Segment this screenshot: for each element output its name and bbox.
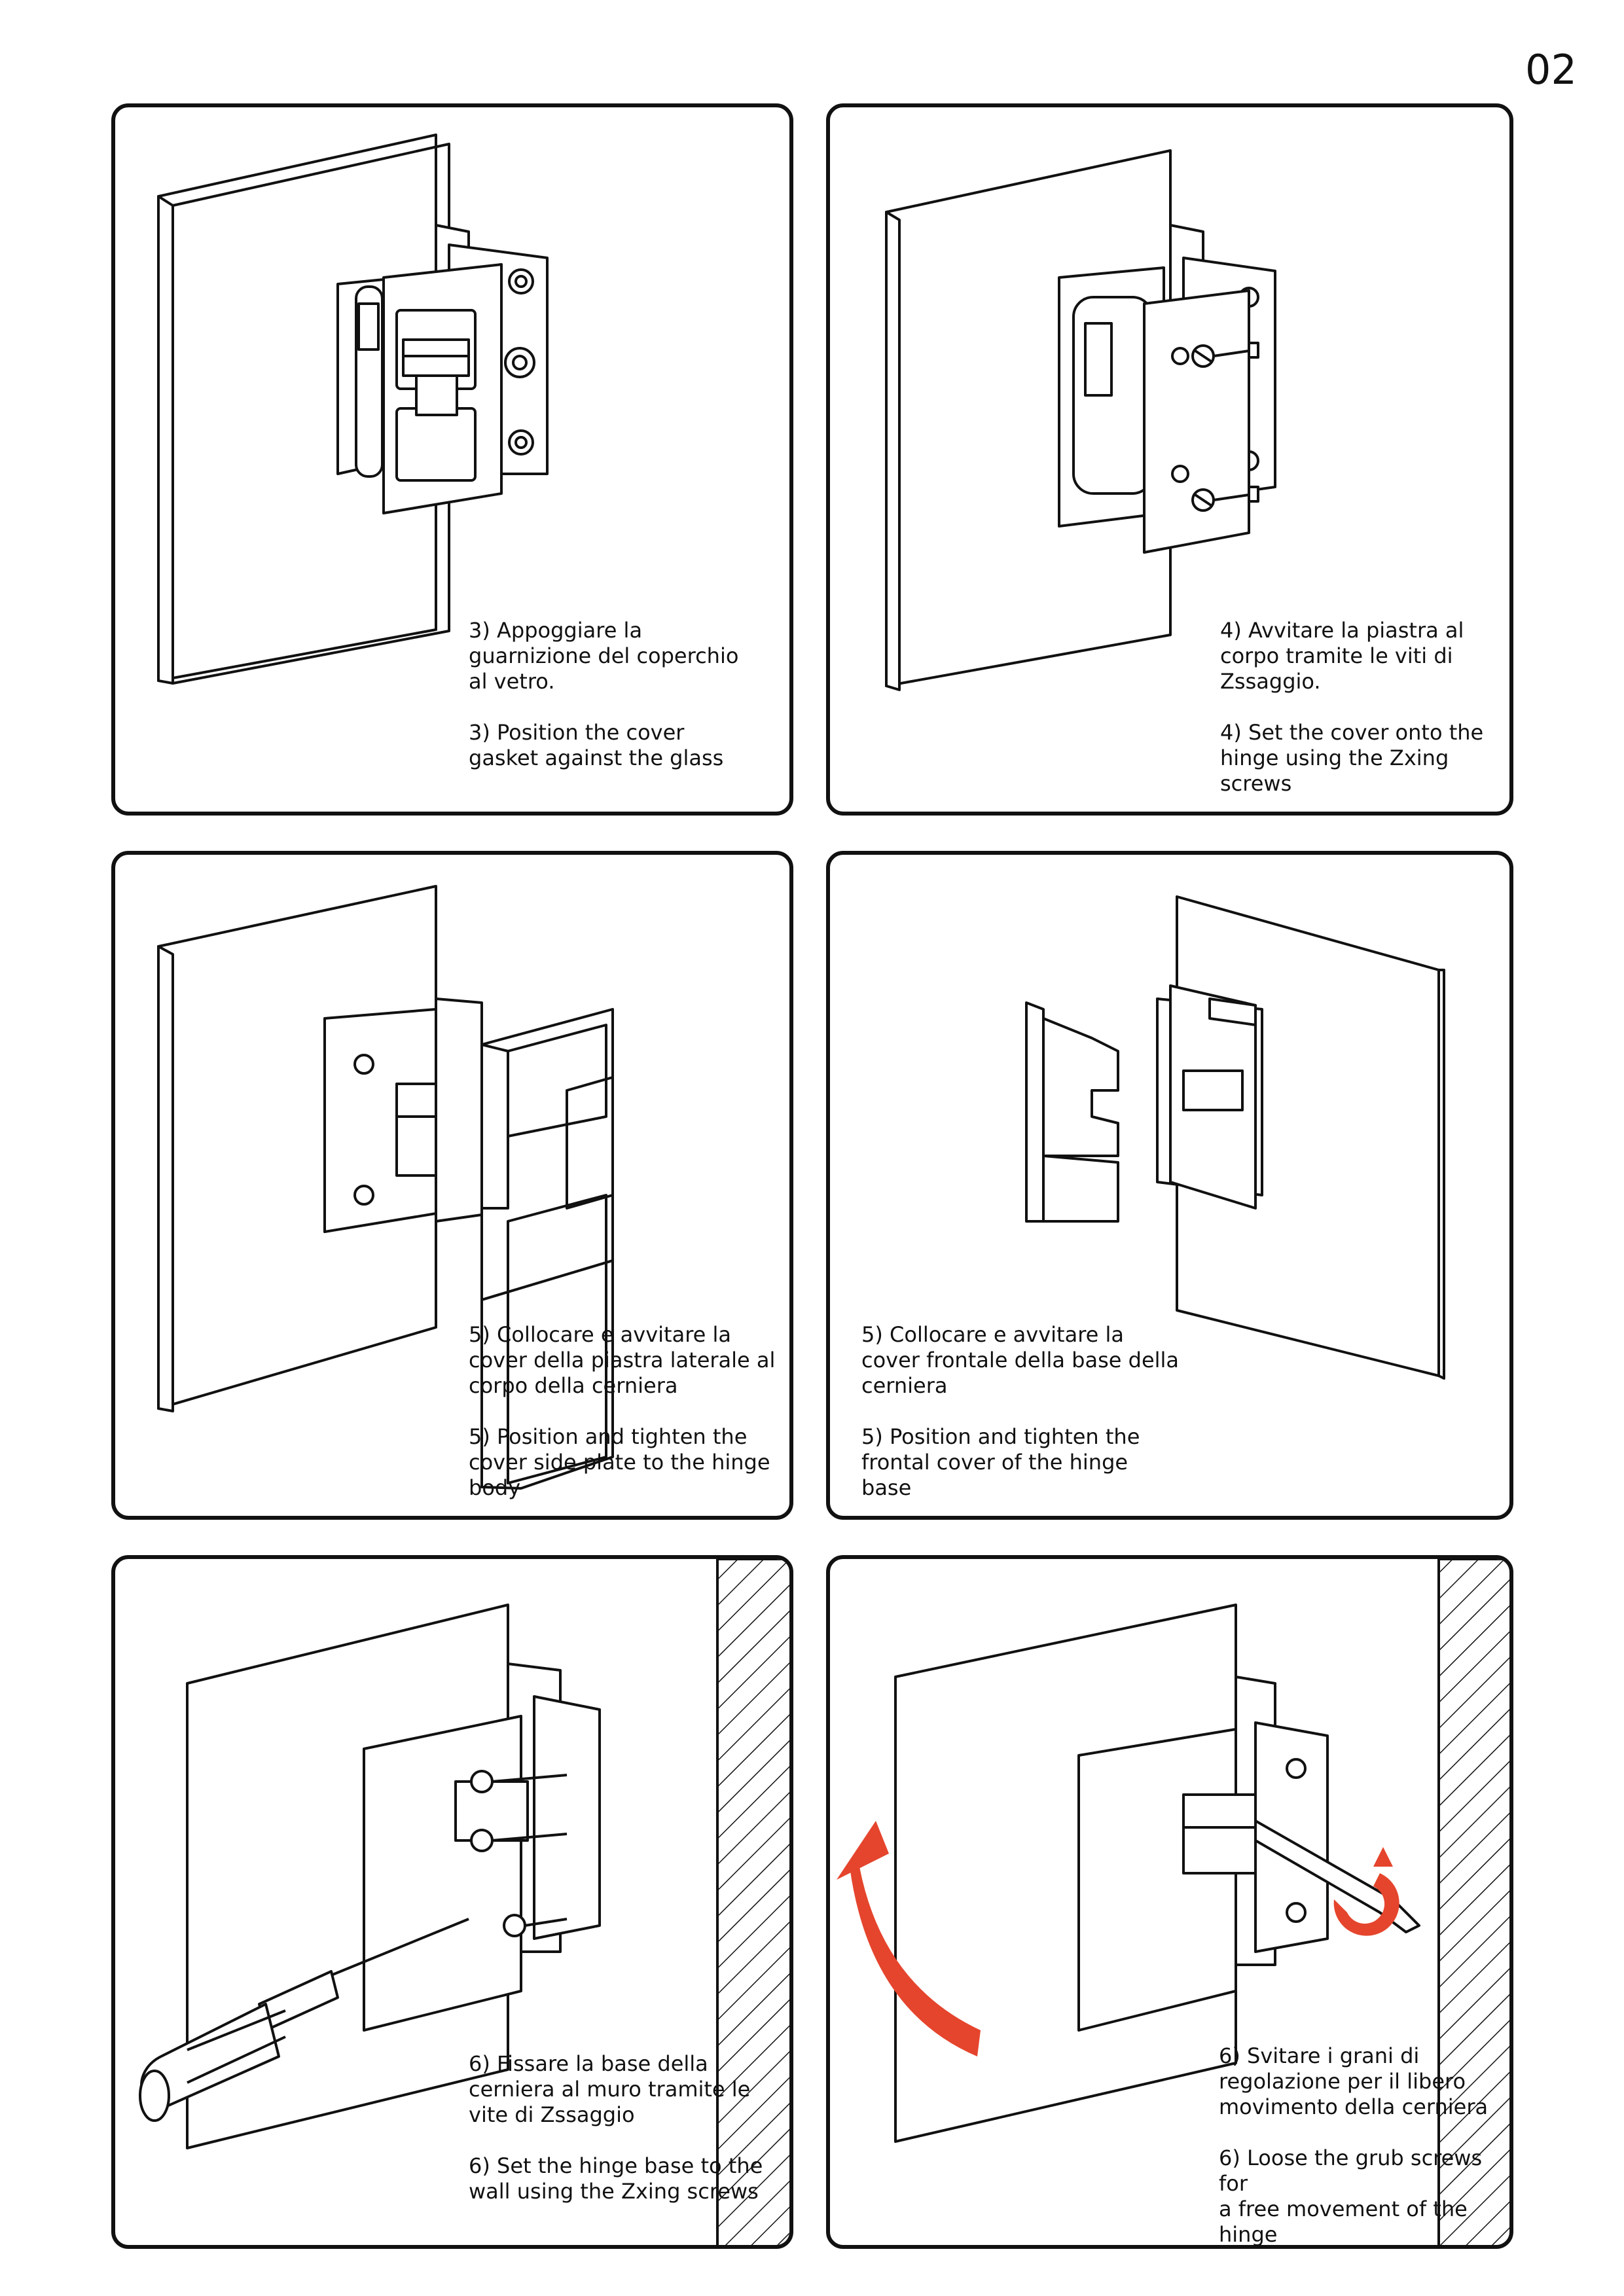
caption-italian: 3) Appoggiare la guarnizione del coperch… (469, 618, 739, 694)
step-caption-5: 6) Fissare la base della cerniera al mur… (469, 2051, 763, 2204)
step-panel-2: 4) Avvitare la piastra al corpo tramite … (826, 103, 1513, 816)
caption-italian: 5) Collocare e avvitare la cover della p… (469, 1322, 776, 1398)
caption-english: 3) Position the cover gasket against the… (469, 720, 724, 770)
step-panel-5: 6) Fissare la base della cerniera al mur… (111, 1555, 793, 2249)
caption-italian: 6) Svitare i grani di regolazione per il… (1219, 2043, 1489, 2119)
illustration-grub-screw-adjust (837, 1559, 1509, 2245)
step-panel-1: 3) Appoggiare la guarnizione del coperch… (111, 103, 793, 816)
illustration-cover-plate-screws (885, 149, 1276, 691)
step-caption-2: 4) Avvitare la piastra al corpo tramite … (1220, 618, 1509, 797)
illustration-glass-hinge-gasket (157, 134, 549, 685)
caption-italian: 6) Fissare la base della cerniera al mur… (469, 2051, 751, 2127)
caption-italian: 5) Collocare e avvitare la cover frontal… (861, 1322, 1180, 1398)
page-number: 02 (1525, 46, 1577, 94)
step-panel-6: 6) Svitare i grani di regolazione per il… (826, 1555, 1513, 2249)
step-caption-4: 5) Collocare e avvitare la cover frontal… (861, 1322, 1179, 1501)
illustration-frontal-cover (1025, 895, 1445, 1380)
illustration-wall-screwdriver (139, 1559, 789, 2245)
caption-english: 5) Position and tighten the cover side p… (469, 1424, 770, 1500)
caption-english: 6) Set the hinge base to the wall using … (469, 2153, 763, 2204)
caption-english: 6) Loose the grub screws for a free move… (1219, 2145, 1483, 2247)
step-panel-4: 5) Collocare e avvitare la cover frontal… (826, 851, 1513, 1520)
caption-english: 4) Set the cover onto the hinge using th… (1220, 720, 1484, 796)
step-panel-3: 5) Collocare e avvitare la cover della p… (111, 851, 793, 1520)
caption-italian: 4) Avvitare la piastra al corpo tramite … (1220, 618, 1464, 694)
step-caption-6: 6) Svitare i grani di regolazione per il… (1219, 2043, 1509, 2247)
caption-english: 5) Position and tighten the frontal cove… (861, 1424, 1140, 1500)
step-caption-1: 3) Appoggiare la guarnizione del coperch… (469, 618, 738, 771)
illustration-side-cover-plate (157, 885, 614, 1490)
step-caption-3: 5) Collocare e avvitare la cover della p… (469, 1322, 775, 1501)
